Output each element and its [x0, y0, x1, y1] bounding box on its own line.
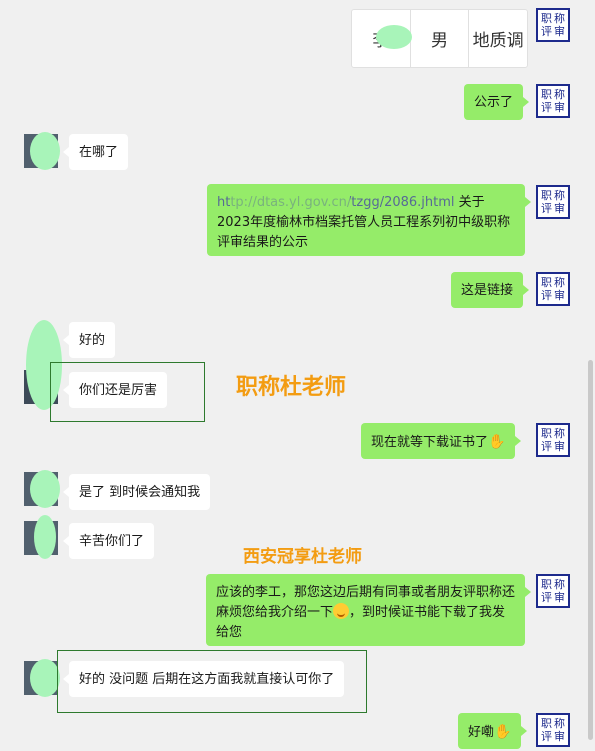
message-text: 好的: [79, 333, 106, 348]
message-bubble[interactable]: 是了 到时候会通知我: [62, 474, 211, 510]
handshake-emoji-icon: ✋: [494, 724, 512, 740]
avatar-icon[interactable]: 职称评审: [536, 423, 570, 457]
message-text: 好嘞: [468, 725, 495, 740]
handshake-emoji-icon: ✋: [488, 434, 506, 450]
name-redaction: [376, 25, 412, 49]
contact-avatar[interactable]: [24, 659, 60, 697]
card-dept: 地质调: [472, 31, 524, 51]
smile-emoji-icon: [333, 603, 350, 619]
message-bubble[interactable]: 应该的李工，那您这边后期有同事或者朋友评职称还麻烦您给我介绍一下，到时候证书能下…: [206, 574, 531, 646]
avatar-icon[interactable]: 职称评审: [536, 574, 570, 608]
avatar-icon[interactable]: 职称评审: [536, 272, 570, 306]
message-bubble[interactable]: 在哪了: [62, 134, 129, 170]
message-text: 在哪了: [79, 145, 119, 160]
message-text: 公示了: [474, 95, 514, 110]
message-text: 辛苦你们了: [79, 534, 145, 549]
message-bubble[interactable]: 公示了: [464, 84, 530, 120]
highlight-frame: [57, 650, 367, 713]
highlight-frame: [50, 362, 205, 422]
avatar-icon[interactable]: 职称评审: [536, 8, 570, 42]
message-text: 你们还是厉害: [79, 383, 158, 398]
avatar-icon[interactable]: 职称评审: [536, 713, 570, 747]
message-text: ，到时候证书能下载了我发给您: [216, 605, 506, 640]
message-bubble[interactable]: 你们还是厉害: [62, 372, 168, 408]
card-gender: 男: [411, 10, 470, 67]
watermark-text: 职称杜老师: [236, 374, 347, 400]
message-bubble[interactable]: 辛苦你们了: [62, 523, 155, 559]
message-text: 好的 没问题 后期在这方面我就直接认可你了: [79, 672, 335, 687]
avatar-icon[interactable]: 职称评审: [536, 185, 570, 219]
link-redaction: [230, 193, 350, 209]
message-text: 这是链接: [461, 283, 514, 298]
avatar-icon[interactable]: 职称评审: [536, 84, 570, 118]
message-text: 关于2023年度榆林市档案托管人员工程系列初中级职称评审结果的公示: [217, 195, 511, 250]
message-text: 现在就等下载证书了: [371, 435, 489, 450]
message-text: 是了 到时候会通知我: [79, 485, 201, 500]
scrollbar[interactable]: [588, 360, 593, 740]
message-bubble[interactable]: 现在就等下载证书了✋: [361, 423, 522, 459]
message-bubble[interactable]: 好的: [62, 322, 116, 358]
contact-avatar[interactable]: [24, 132, 60, 170]
contact-avatar[interactable]: [24, 515, 58, 559]
contact-avatar[interactable]: [24, 470, 60, 508]
message-bubble[interactable]: 好的 没问题 后期在这方面我就直接认可你了: [62, 661, 345, 697]
watermark-text: 西安冠享杜老师: [243, 547, 362, 567]
message-bubble[interactable]: 好嘞✋: [458, 713, 528, 749]
message-text: 应该的李工，那您这边后期有同事或者朋友评职称还麻烦您给我介绍一下: [216, 585, 516, 620]
message-bubble[interactable]: 这是链接: [451, 272, 530, 308]
contact-avatar[interactable]: [24, 320, 62, 410]
